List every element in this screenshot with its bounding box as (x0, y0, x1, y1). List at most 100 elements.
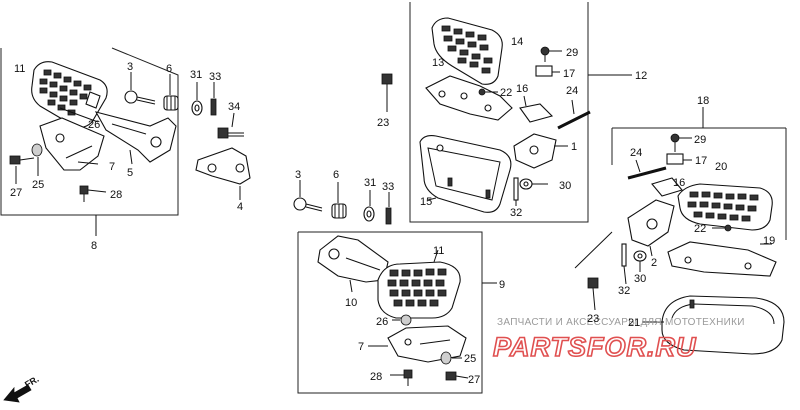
callout-26b: 26 (376, 316, 388, 328)
part-screw-29b (670, 133, 692, 152)
part-bracket-1 (513, 133, 568, 169)
callout-32b: 32 (618, 285, 630, 297)
callout-20: 20 (715, 161, 727, 173)
part-step-cover-15 (419, 135, 512, 213)
callout-14: 14 (511, 36, 523, 48)
callout-34: 34 (228, 101, 240, 113)
part-footpeg-rubber-11b (377, 249, 461, 319)
part-step-rubber-14 (431, 17, 503, 85)
part-stay-16b (651, 177, 683, 197)
part-stay-16a (519, 95, 554, 123)
part-collar-26b (392, 314, 412, 326)
callout-30b: 30 (634, 273, 646, 285)
callout-25b: 25 (464, 353, 476, 365)
callout-18: 18 (697, 95, 709, 107)
part-bolt-27a (9, 155, 35, 184)
callout-9: 9 (499, 279, 505, 291)
assembly-group-9 (293, 180, 497, 394)
part-heel-plate-7b (368, 325, 467, 363)
callout-28b: 28 (370, 371, 382, 383)
part-bolt-28b (390, 369, 413, 386)
part-pin-33a (210, 82, 217, 116)
callout-8: 8 (91, 240, 97, 252)
part-washer-31b (363, 190, 375, 222)
callout-13: 13 (432, 57, 444, 69)
callout-11b: 11 (433, 245, 444, 257)
watermark: ЗАПЧАСТИ И АКСЕССУАРЫ ДЛЯ МОТОТЕХНИКИ PA… (492, 317, 745, 363)
callout-17a: 17 (563, 68, 575, 80)
callout-25a: 25 (32, 179, 44, 191)
callout-31a: 31 (190, 69, 202, 81)
part-heel-plate-7 (39, 117, 105, 171)
part-spring-6a (163, 74, 179, 111)
callout-31b: 31 (364, 177, 376, 189)
callout-30a: 30 (559, 180, 571, 192)
part-step-cover-21 (642, 295, 785, 355)
callout-22b: 22 (694, 223, 706, 235)
callout-15: 15 (420, 196, 432, 208)
front-direction-indicator: FR. (3, 374, 41, 403)
part-pin-24b (627, 159, 667, 180)
part-bracket-2 (627, 199, 675, 257)
part-pin-33b (385, 192, 392, 225)
callout-24a: 24 (566, 85, 578, 97)
callout-7b: 7 (358, 341, 364, 353)
callout-3a: 3 (127, 61, 133, 73)
callout-27b: 27 (468, 374, 480, 386)
part-clip-17b (666, 153, 692, 165)
callout-33b: 33 (382, 181, 394, 193)
callout-6b: 6 (333, 169, 339, 181)
part-bolt-3a (124, 72, 156, 105)
callout-29b: 29 (694, 134, 706, 146)
callout-7a: 7 (109, 161, 115, 173)
callout-23b: 23 (587, 313, 599, 325)
part-collar-25a (31, 143, 43, 176)
callout-16b: 16 (673, 177, 685, 189)
watermark-caption: ЗАПЧАСТИ И АКСЕССУАРЫ ДЛЯ МОТОТЕХНИКИ (497, 317, 745, 328)
part-step-plate-19 (667, 241, 777, 277)
assembly-group-18 (574, 107, 787, 355)
callout-10: 10 (345, 297, 357, 309)
assembly-group-8 (0, 47, 251, 236)
callout-29a: 29 (566, 47, 578, 59)
part-bolt-22a (478, 88, 498, 96)
callout-11a: 11 (14, 63, 25, 75)
callout-23a: 23 (377, 117, 389, 129)
callout-17b: 17 (695, 155, 707, 167)
callout-1: 1 (571, 141, 577, 153)
part-bolt-23a (381, 73, 393, 112)
callout-16a: 16 (516, 83, 528, 95)
part-pin-32a (513, 177, 519, 206)
callout-labels: 11 3 6 31 33 34 26 5 7 25 27 28 4 8 14 2… (10, 36, 775, 386)
part-bolt-27b (445, 371, 469, 381)
part-pin-32b (621, 243, 627, 285)
callout-24b: 24 (630, 147, 642, 159)
part-pin-24a (557, 99, 591, 130)
callout-32a: 32 (510, 207, 522, 219)
callout-2: 2 (651, 257, 657, 269)
part-step-rubber-20 (677, 183, 773, 231)
front-direction-label: FR. (23, 374, 41, 390)
callout-26a: 26 (88, 119, 100, 131)
part-footpeg-rubber-11 (31, 61, 108, 128)
part-washer-30b (633, 250, 647, 272)
part-collar-25b (440, 351, 462, 365)
callout-28a: 28 (110, 189, 122, 201)
part-spring-6b (331, 182, 347, 219)
callout-27a: 27 (10, 187, 22, 199)
callout-6a: 6 (166, 63, 172, 75)
part-bolt-3b (293, 180, 323, 212)
part-bolt-22b (712, 224, 732, 232)
part-screw-29a (540, 46, 562, 62)
callout-33a: 33 (209, 71, 221, 83)
callout-19: 19 (763, 235, 775, 247)
part-bracket-4 (195, 147, 251, 200)
part-footpeg-arm-5 (94, 111, 177, 163)
part-step-plate-13 (425, 75, 513, 121)
part-clip-17a (535, 65, 560, 77)
callout-12: 12 (635, 70, 647, 82)
watermark-logo: PARTSFOR.RU (493, 332, 697, 362)
callout-3b: 3 (295, 169, 301, 181)
part-washer-30a (519, 178, 548, 190)
